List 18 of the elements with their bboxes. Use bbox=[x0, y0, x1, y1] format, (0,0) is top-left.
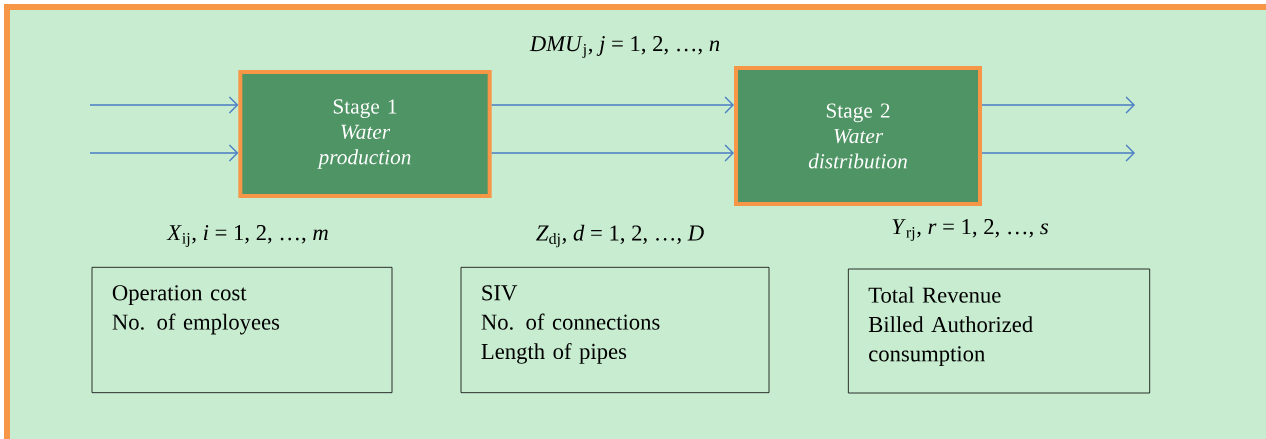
arrow bbox=[89, 96, 239, 114]
variable-box bbox=[847, 268, 1151, 394]
arrow bbox=[89, 144, 239, 162]
variable-list: Total Revenue Billed Authorized consumption bbox=[868, 286, 1033, 367]
stage-box: Stage 1 Water production bbox=[238, 70, 492, 198]
stage-box: Stage 2 Water distribution bbox=[734, 66, 982, 206]
index-label: DMU$_{j}$, j = 1, 2, …, n bbox=[529, 36, 720, 58]
arrow bbox=[491, 144, 734, 162]
index-label: Z$_{dj}$, d = 1, 2, …, D bbox=[536, 224, 704, 248]
arrow bbox=[981, 96, 1135, 114]
arrow bbox=[491, 96, 734, 114]
variable-list: SIV No. of connections Length of pipes bbox=[481, 285, 660, 364]
variable-list: Operation cost No. of employees bbox=[112, 285, 280, 335]
arrow bbox=[981, 144, 1135, 162]
variable-box bbox=[460, 266, 770, 394]
variable-box bbox=[91, 266, 393, 394]
index-label: Y$_{rj}$, r = 1, 2, …, s bbox=[892, 219, 1049, 241]
index-label: X$_{ij}$, i = 1, 2, …, m bbox=[166, 225, 328, 247]
